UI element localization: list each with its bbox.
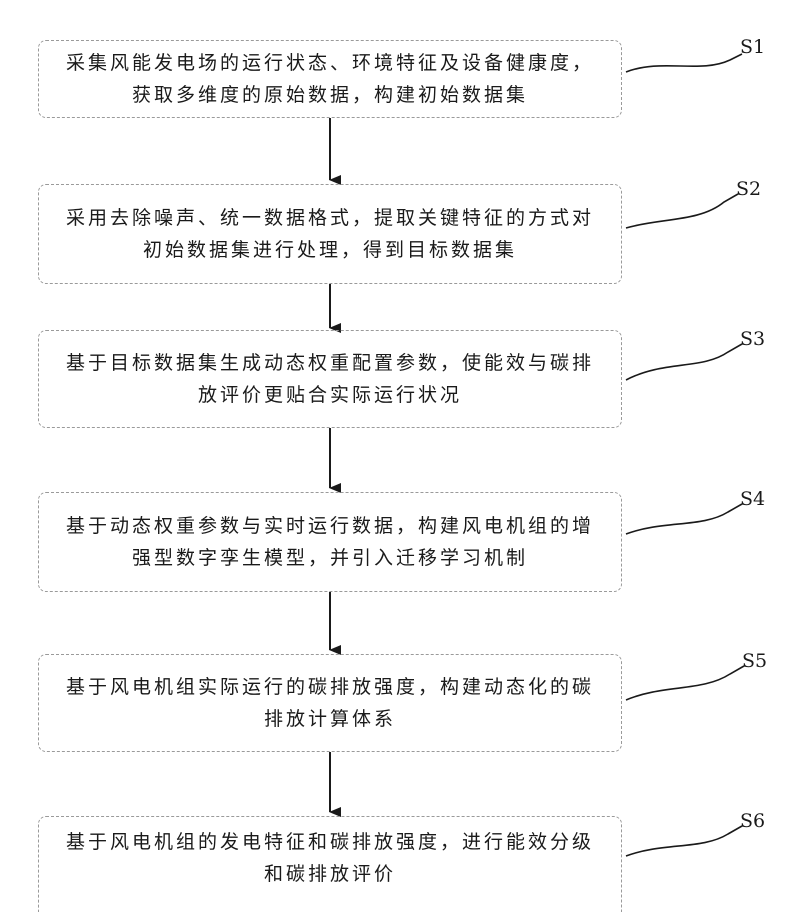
step-box-s6: 基于风电机组的发电特征和碳排放强度，进行能效分级和碳排放评价 [38, 816, 622, 912]
step-text-s6: 基于风电机组的发电特征和碳排放强度，进行能效分级和碳排放评价 [60, 826, 600, 890]
step-text-s3: 基于目标数据集生成动态权重配置参数，使能效与碳排放评价更贴合实际运行状况 [60, 347, 600, 411]
step-box-s4: 基于动态权重参数与实时运行数据，构建风电机组的增强型数字孪生模型，并引入迁移学习… [38, 492, 622, 592]
leader-line-s5 [626, 666, 744, 700]
step-label-s2: S2 [736, 178, 761, 200]
leader-line-s6 [626, 826, 742, 856]
step-text-s4: 基于动态权重参数与实时运行数据，构建风电机组的增强型数字孪生模型，并引入迁移学习… [60, 510, 600, 574]
leader-line-s2 [626, 194, 738, 228]
step-label-s1: S1 [740, 36, 765, 58]
step-box-s3: 基于目标数据集生成动态权重配置参数，使能效与碳排放评价更贴合实际运行状况 [38, 330, 622, 428]
step-text-s5: 基于风电机组实际运行的碳排放强度，构建动态化的碳排放计算体系 [60, 671, 600, 735]
step-text-s2: 采用去除噪声、统一数据格式，提取关键特征的方式对初始数据集进行处理，得到目标数据… [60, 202, 600, 266]
step-label-s4: S4 [740, 488, 765, 510]
leader-line-s4 [626, 504, 742, 534]
step-box-s2: 采用去除噪声、统一数据格式，提取关键特征的方式对初始数据集进行处理，得到目标数据… [38, 184, 622, 284]
leader-line-s3 [626, 344, 742, 380]
step-box-s1: 采集风能发电场的运行状态、环境特征及设备健康度，获取多维度的原始数据，构建初始数… [38, 40, 622, 118]
step-label-s3: S3 [740, 328, 765, 350]
step-label-s6: S6 [740, 810, 765, 832]
step-text-s1: 采集风能发电场的运行状态、环境特征及设备健康度，获取多维度的原始数据，构建初始数… [60, 47, 600, 111]
leader-line-s1 [626, 54, 742, 72]
step-label-s5: S5 [742, 650, 767, 672]
step-box-s5: 基于风电机组实际运行的碳排放强度，构建动态化的碳排放计算体系 [38, 654, 622, 752]
